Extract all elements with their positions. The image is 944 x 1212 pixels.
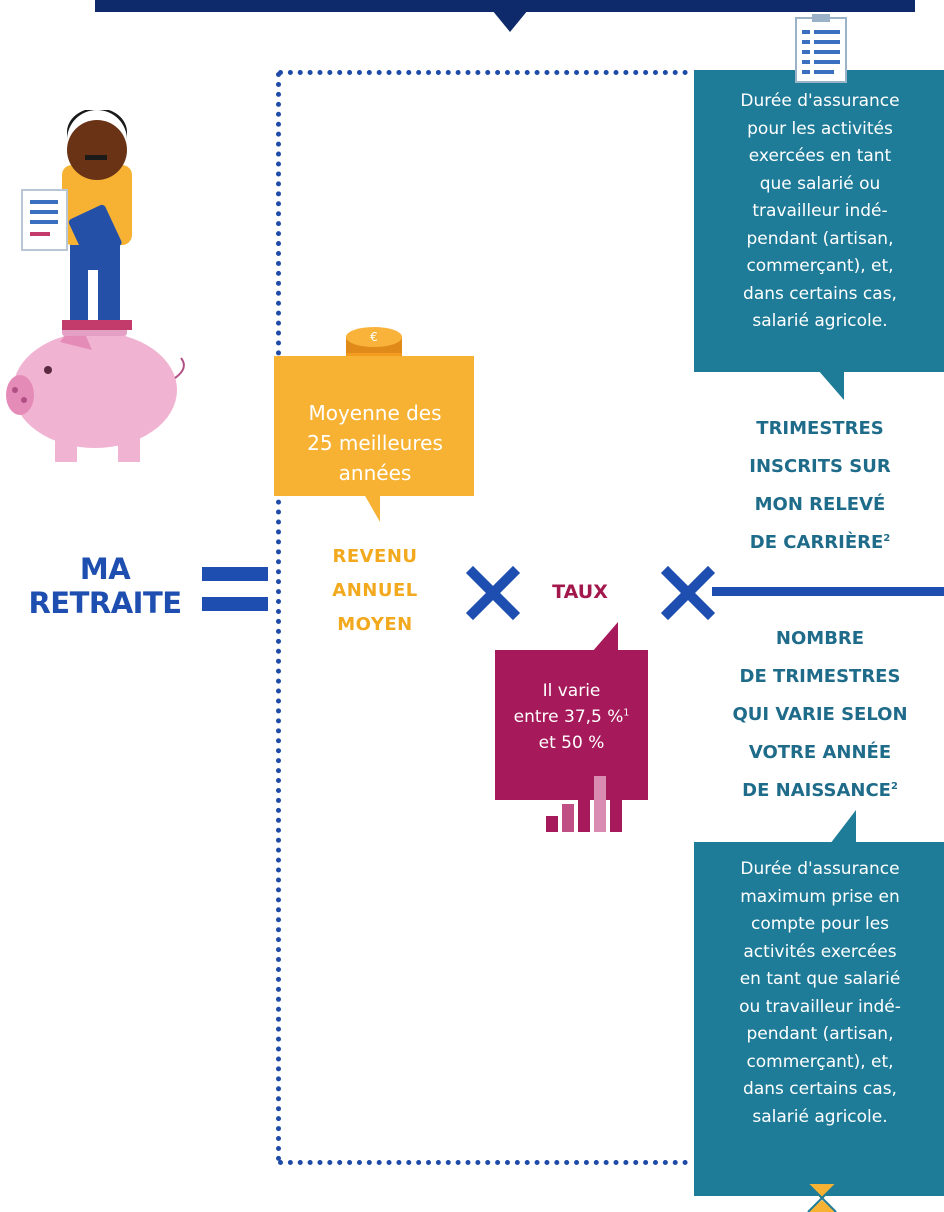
equals-sign-top <box>202 567 268 581</box>
numerator-bubble-text: Durée d'assurance pour les activités exe… <box>740 91 900 331</box>
numerator-label: TRIMESTRES INSCRITS SUR MON RELEVÉ DE CA… <box>749 418 891 553</box>
multiply-sign-2 <box>660 565 716 621</box>
taux-bubble <box>495 650 648 800</box>
denominator-bubble-text: Durée d'assurance maximum prise en compt… <box>739 859 901 1127</box>
svg-text:€: € <box>370 330 378 344</box>
denominator-label: NOMBRE DE TRIMESTRES QUI VARIE SELON VOT… <box>732 628 908 801</box>
man-holding-documents-icon <box>21 110 132 330</box>
denominator-bubble-tail <box>830 810 856 844</box>
dotted-frame-bottom <box>278 1160 688 1165</box>
piggy-bank-icon <box>6 318 185 462</box>
revenu-label: REVENU ANNUEL MOYEN <box>332 546 418 635</box>
multiply-sign-1 <box>465 565 521 621</box>
equals-sign-bottom <box>202 597 268 611</box>
taux-bubble-text: Il varie entre 37,5 %1 et 50 % <box>513 681 630 753</box>
checklist-clipboard-icon <box>795 14 847 83</box>
fraction-bar <box>712 587 944 596</box>
top-banner-pointer <box>492 10 528 32</box>
dotted-frame-top <box>278 70 688 75</box>
dotted-frame-left <box>276 72 281 1162</box>
taux-label: TAUX <box>552 581 608 603</box>
bar-chart-icon <box>546 776 622 832</box>
numerator-bubble-tail <box>818 370 844 400</box>
result-label: MA RETRAITE <box>28 552 182 620</box>
taux-bubble-tail <box>592 622 618 652</box>
denominator-bubble <box>694 842 944 1196</box>
revenu-bubble-tail <box>364 494 380 522</box>
revenu-bubble-text: Moyenne des 25 meilleures années <box>307 401 443 485</box>
man-on-piggy-bank-illustration <box>6 110 185 462</box>
top-banner <box>95 0 915 12</box>
numerator-bubble <box>694 70 944 372</box>
hourglass-icon <box>804 1180 840 1212</box>
revenu-bubble <box>274 356 474 496</box>
